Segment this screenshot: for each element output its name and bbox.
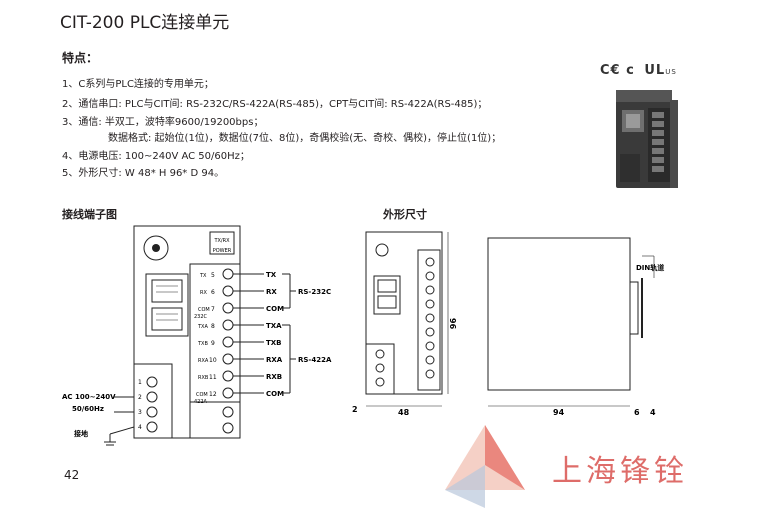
rail-gap-dimension: 6 [634,408,640,417]
signal-label: COM [266,305,284,313]
wiring-heading: 接线端子图 [62,208,117,221]
page-number: 42 [64,468,80,482]
txrx-led-label: TX/RX [213,238,230,244]
terminal-number: 12 [209,391,217,398]
signal-label: TX [266,271,277,279]
feature-item-3-detail: 数据格式: 起始位(1位)，数据位(7位、8位)，奇偶校验(无、奇校、偶校)，停… [108,133,502,144]
terminal-row-7: COM 7 COM [198,302,284,314]
din-rail-label: DIN轨道 [636,263,664,272]
power-terminal-3: 3 [138,406,158,418]
left-offset-dimension: 2 [352,405,358,414]
terminal-number: 3 [138,409,142,416]
ground-label: 接地 [74,429,88,438]
power-terminal-4: 4 [138,421,158,433]
depth-dimension: 94 [553,408,565,417]
terminal-number: 5 [211,272,215,279]
feature-item-5: 5、外形尺寸: W 48* H 96* D 94。 [62,168,225,179]
terminal-row-5: TX 5 TX [199,268,277,280]
page-title: CIT-200 PLC连接单元 [60,13,230,33]
signal-label: RXB [266,373,282,381]
wiring-diagram: TX/RX POWER TX 5 TX RX 6 RX COM 7 [62,225,332,446]
power-led-label: POWER [213,248,232,254]
signal-label: TXA [266,322,282,330]
power-terminal-2: 2 [138,391,158,403]
signal-label: RX [266,288,277,296]
terminal-row-9: TXB 9 TXB [197,336,282,348]
terminal-number: 4 [138,424,142,431]
brand-watermark: 上海锋铨 [552,454,688,489]
signal-label: RXA [266,356,283,364]
product-photo [616,90,678,188]
terminal-number: 10 [209,357,217,364]
terminal-number: 7 [211,306,215,313]
terminal-label: TX [199,273,207,279]
terminal-label: TXB [197,341,208,347]
terminal-number: 1 [138,379,142,386]
width-dimension: 48 [398,408,410,417]
feature-item-4: 4、电源电压: 100~240V AC 50/60Hz； [62,151,250,162]
signal-label: TXB [266,339,282,347]
terminal-row-6: RX 6 RX [200,285,277,297]
terminal-number: 11 [209,374,217,381]
terminal-number: 2 [138,394,142,401]
dimension-drawing: 96 48 2 DIN轨道 94 6 4 [352,231,664,417]
dimensions-heading: 外形尺寸 [383,208,427,221]
terminal-row-11: RXB 11 RXB [198,370,282,382]
terminal-label: COM [196,392,208,398]
ce-mark: C€ c [600,63,635,78]
terminal-row-12: COM 12 COM [196,387,284,399]
brand-logo-icon [445,425,525,508]
terminal-number: 6 [211,289,215,296]
signal-label: COM [266,390,284,398]
terminal-label: RX [200,290,207,296]
height-dimension: 96 [448,318,457,330]
terminal-row-10: RXA 10 RXA [198,353,283,365]
power-label-voltage: AC 100~240V [62,393,116,401]
feature-item-3: 3、通信: 半双工，波特率9600/19200bps； [62,117,264,128]
rail-depth-dimension: 4 [650,408,656,417]
terminal-row-8: TXA 8 TXA [197,319,282,331]
rs232-small-label: 232C [194,314,208,320]
ul-mark: UL [644,63,666,78]
terminal-label: RXA [198,358,209,364]
feature-item-1: 1、C系列与PLC连接的专用单元； [62,79,214,90]
feature-item-2: 2、通信串口: PLC与CIT间: RS-232C/RS-422A(RS-485… [62,99,488,110]
terminal-label: RXB [198,375,209,381]
terminal-number: 8 [211,323,215,330]
rs422-label: RS-422A [298,356,332,364]
terminal-label: COM [198,307,210,313]
power-label-frequency: 50/60Hz [72,405,104,413]
terminal-number: 9 [211,340,215,347]
terminal-label: TXA [197,324,208,330]
features-heading: 特点： [62,51,99,65]
rs232-label: RS-232C [298,288,331,296]
certification-marks: C€ c ULUS [600,63,677,78]
power-terminal-1: 1 [138,376,158,388]
us-mark: US [665,68,677,76]
